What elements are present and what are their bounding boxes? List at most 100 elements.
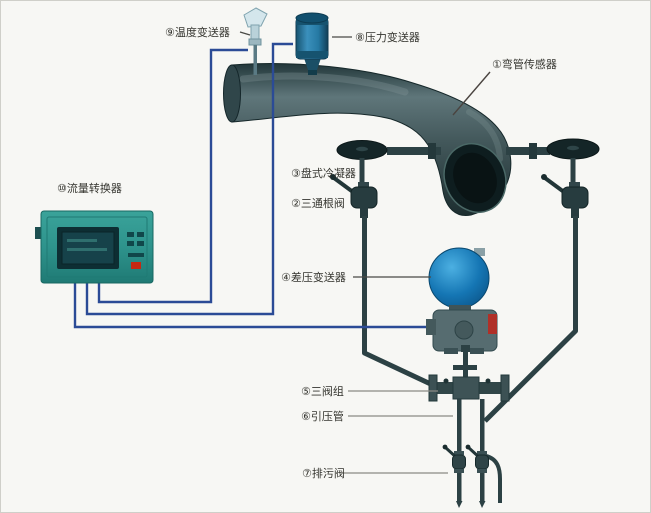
wire-pressure [85,42,293,316]
dp-head-vent [474,248,485,256]
drain-pipe-right [480,399,485,453]
dp-red-tag [488,314,497,334]
drain-valve-left-tail [457,473,462,501]
condenser-stub-right [506,147,550,155]
converter-button-3 [127,241,134,246]
drain-valve-left-bottom-flange [454,469,464,473]
drain-valve-left-top-flange [454,451,464,455]
drain-valve-left [442,444,466,508]
wire-temperature [97,48,248,304]
valve-body-left [350,186,378,209]
manifold-center-block [452,376,480,400]
converter-button-4 [137,241,144,246]
flow-converter [35,210,154,284]
label-three-way-root-valve: ②三通根阀 [291,196,345,210]
valve-handle-ball-right [541,174,547,180]
elbow-pipe-sensor [223,63,512,217]
label-flow-converter: ⑩流量转换器 [57,181,122,195]
drain-valve-left-body [452,454,466,470]
pipe-body [231,63,512,217]
drain-valve-left-tip [456,501,463,508]
converter-button-bar [128,253,144,257]
dp-bottom-block-1 [444,348,458,354]
valve-outlet-right [571,207,579,218]
condenser-disc-left-hub [356,146,368,152]
manifold-knob-left [443,378,449,384]
drain-valve-right-handle-ball [465,444,471,450]
converter-display-line1 [67,239,97,242]
valve-handle-ball-left [330,174,336,180]
valve-bonnet-right [569,182,580,188]
converter-left-connector [35,227,45,239]
pressure-base [304,58,321,70]
condenser-stub-flange-right [529,143,537,159]
pipe-outlet-opening [453,152,497,204]
label-impulse-pipe: ⑥引压管 [301,409,344,423]
text-labels: ⑨温度变送器 ⑧压力变送器 ①弯管传感器 ③盘式冷凝器 ②三通根阀 ④差压变送器… [57,25,557,480]
manifold-flange-left [428,374,438,402]
drain-valve-right-bottom-flange [477,469,487,473]
drain-valve-right-top-flange [477,451,487,455]
label-temperature-transmitter: ⑨温度变送器 [165,25,230,39]
label-three-valve-manifold: ⑤三阀组 [301,384,344,398]
manifold-flange-right [500,374,510,402]
valve-handle-right [543,176,566,194]
dp-head [428,247,490,309]
drain-valve-right [465,444,489,508]
condenser-stub-left [387,147,441,155]
signal-wires [73,42,435,329]
valve-handle-left [332,176,355,194]
dp-stem [463,352,468,367]
label-disc-condenser: ③盘式冷凝器 [291,166,356,180]
pipe-left-cap [223,64,241,123]
dp-body-boss [454,320,474,340]
condenser-disc-right-hub [567,145,579,151]
drain-valve-right-tail [480,473,485,501]
temperature-transmitter-head [243,7,268,28]
valve-outlet-left [360,207,368,218]
pressure-transmitter [295,12,329,75]
dp-neck [449,305,471,312]
manifold-knob-right [485,378,491,384]
drain-valve-right-tip [479,501,486,508]
converter-button-red [131,262,141,269]
pipe-highlight [239,72,409,96]
converter-bezel [46,216,148,278]
valve-bonnet-left [358,182,369,188]
temperature-transmitter [243,7,268,75]
condenser-stem-right [570,158,576,186]
converter-display-line2 [67,248,107,251]
leader-temperature [239,31,251,36]
manifold-handle [453,365,477,370]
dp-stem-nut [461,345,470,352]
dp-bottom-block-2 [470,348,484,354]
drain-bend-pipe [485,454,502,503]
temperature-transmitter-nut [248,38,262,46]
label-elbow-sensor: ①弯管传感器 [492,57,557,71]
leader-lines [239,31,491,474]
label-drain-valve: ⑦排污阀 [302,466,345,480]
valve-body-right [561,186,589,209]
label-pressure-transmitter: ⑧压力变送器 [355,30,420,44]
dp-transmitter [426,247,498,367]
drain-valve-left-handle-ball [442,444,448,450]
dp-flange-left [426,319,436,335]
impulse-pipe-right [483,216,578,423]
temperature-probe [253,45,257,75]
pressure-cap [295,12,329,24]
disc-condenser-right [506,138,600,186]
condenser-stem-left [359,158,365,186]
manifold-handle-stem [463,369,468,379]
leader-elbow-sensor [452,71,491,116]
drain-valve-right-body [475,454,489,470]
converter-button-1 [127,232,134,237]
converter-button-2 [137,232,144,237]
three-way-root-valve-left [330,174,378,218]
three-way-root-valve-right [541,174,589,218]
pressure-bottom-band [296,51,328,58]
drain-assembly [442,399,502,508]
disc-condenser-left [336,140,441,186]
temperature-transmitter-neck [250,24,260,40]
impulse-pipe-left [362,216,439,390]
